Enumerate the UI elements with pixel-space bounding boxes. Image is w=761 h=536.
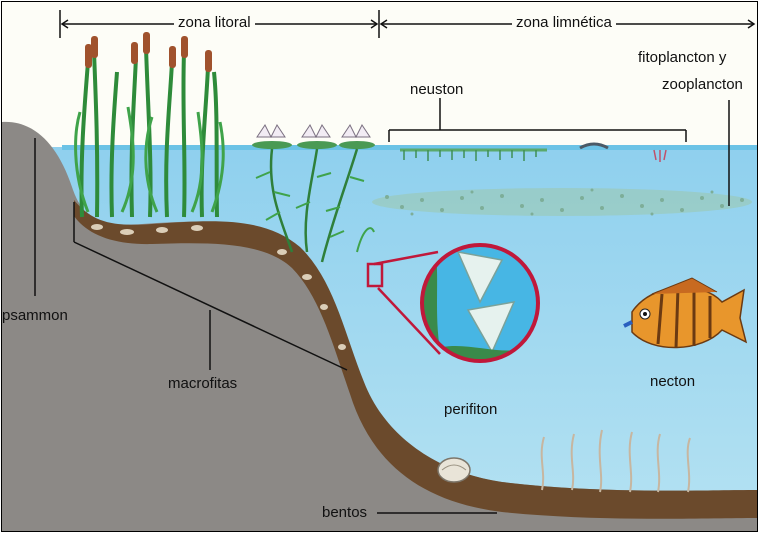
perifiton-label: perifiton — [444, 402, 497, 417]
psammon-label: psammon — [2, 308, 68, 323]
zona-litoral-label: zona litoral — [174, 15, 255, 30]
zona-limnetica-label: zona limnética — [512, 15, 616, 30]
macrofitas-label: macrofitas — [168, 376, 237, 391]
necton-label: necton — [650, 374, 695, 389]
plancton-label-line1: fitoplancton y — [638, 50, 726, 65]
neuston-label: neuston — [410, 82, 463, 97]
clam-shell — [438, 458, 470, 482]
plankton-cloud — [372, 188, 752, 216]
plancton-label-line2: zooplancton — [662, 77, 743, 92]
bentos-label: bentos — [322, 505, 367, 520]
reed-plants — [76, 32, 224, 217]
